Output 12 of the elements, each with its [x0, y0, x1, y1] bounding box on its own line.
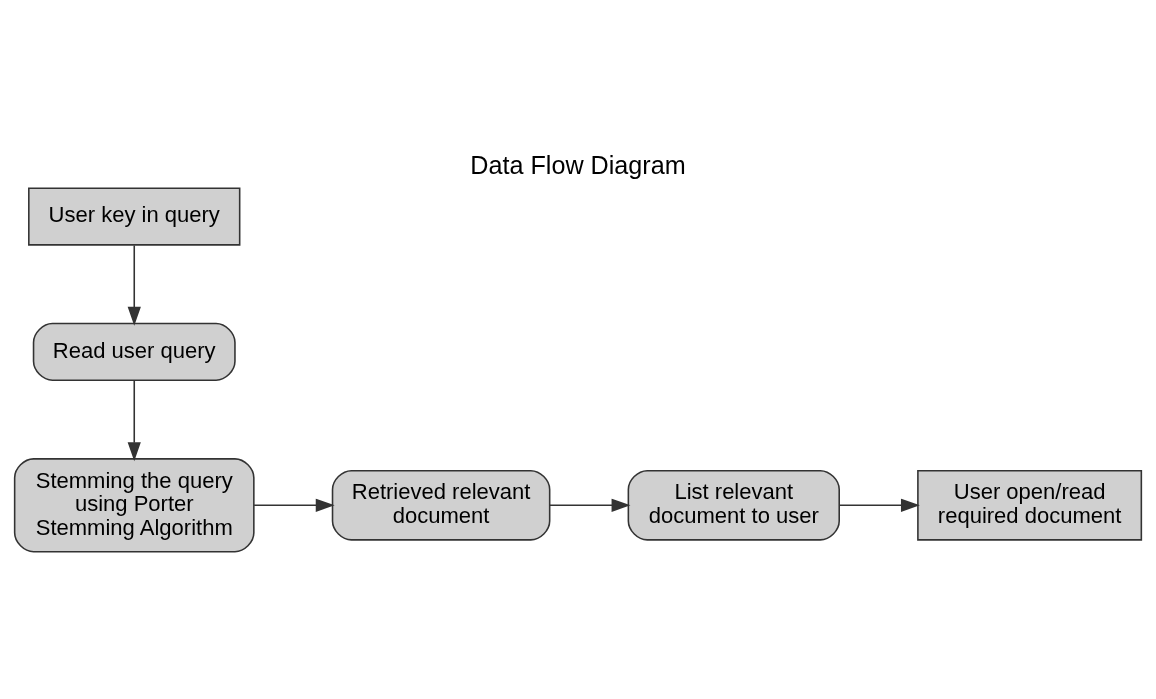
diagram-title: Data Flow Diagram	[470, 150, 686, 179]
arrow	[838, 498, 920, 512]
node-box: User open/read required document	[917, 469, 1143, 541]
arrow	[127, 379, 141, 462]
node-box: List relevant document to user	[627, 469, 840, 541]
arrow	[127, 244, 141, 326]
node-box: Read user query	[32, 322, 236, 381]
node-box: Stemming the query using Porter Stemming Algorithm	[13, 458, 255, 553]
node-box: User key in query	[28, 187, 241, 246]
arrow	[548, 498, 631, 512]
arrow	[253, 498, 335, 512]
node-box: Retrieved relevant document	[331, 469, 551, 541]
